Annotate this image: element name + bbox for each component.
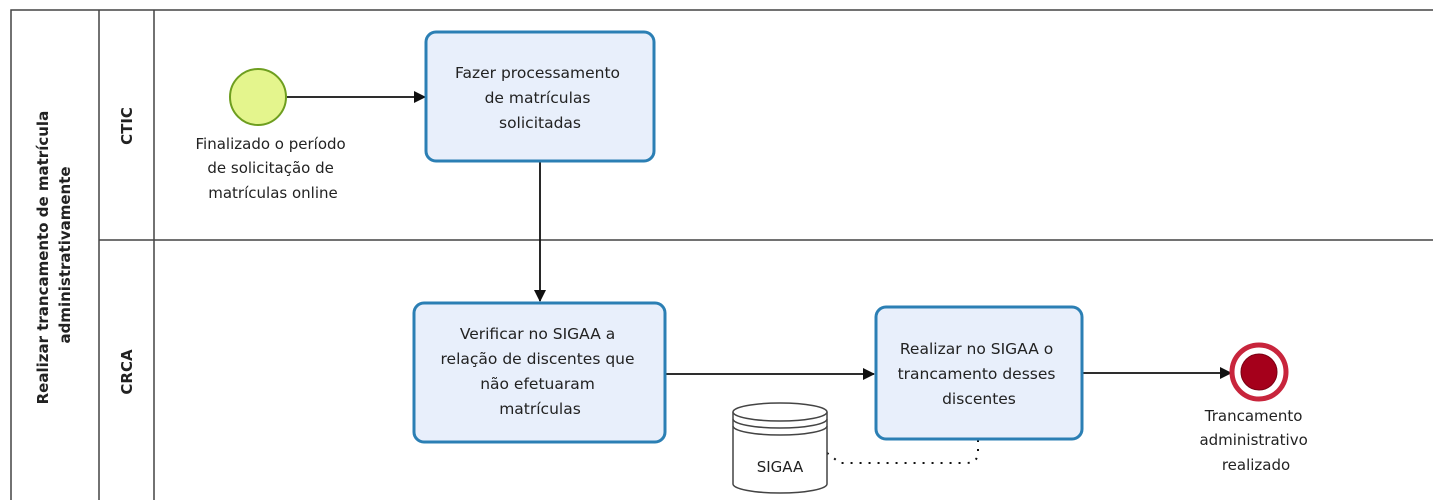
task-processar-label: Fazer processamento de matrículas solici… [455, 64, 625, 132]
lane-label-ctic: CTIC [118, 107, 136, 145]
data-association [809, 437, 979, 464]
task-verificar-sigaa[interactable]: Verificar no SIGAA a relação de discente… [412, 301, 667, 444]
end-event-label: Trancamento administrativo realizado [1199, 407, 1312, 474]
pool [10, 9, 1433, 500]
data-store-sigaa[interactable]: SIGAA [732, 402, 828, 494]
pool-label: Realizar trancamento de matrícula admini… [34, 106, 74, 405]
start-event-label: Finalizado o período de solicitação de m… [196, 135, 351, 202]
task-processar-matriculas[interactable]: Fazer processamento de matrículas solici… [424, 30, 656, 163]
lane-label-crca: CRCA [118, 349, 136, 395]
end-event[interactable] [1229, 342, 1289, 402]
task-realizar-label: Realizar no SIGAA o trancamento desses d… [898, 340, 1061, 408]
task-verificar-label: Verificar no SIGAA a relação de discente… [441, 325, 640, 418]
task-realizar-trancamento[interactable]: Realizar no SIGAA o trancamento desses d… [874, 305, 1084, 441]
sequence-flows [287, 91, 1232, 380]
data-store-label: SIGAA [757, 458, 804, 476]
start-event[interactable] [229, 68, 287, 126]
